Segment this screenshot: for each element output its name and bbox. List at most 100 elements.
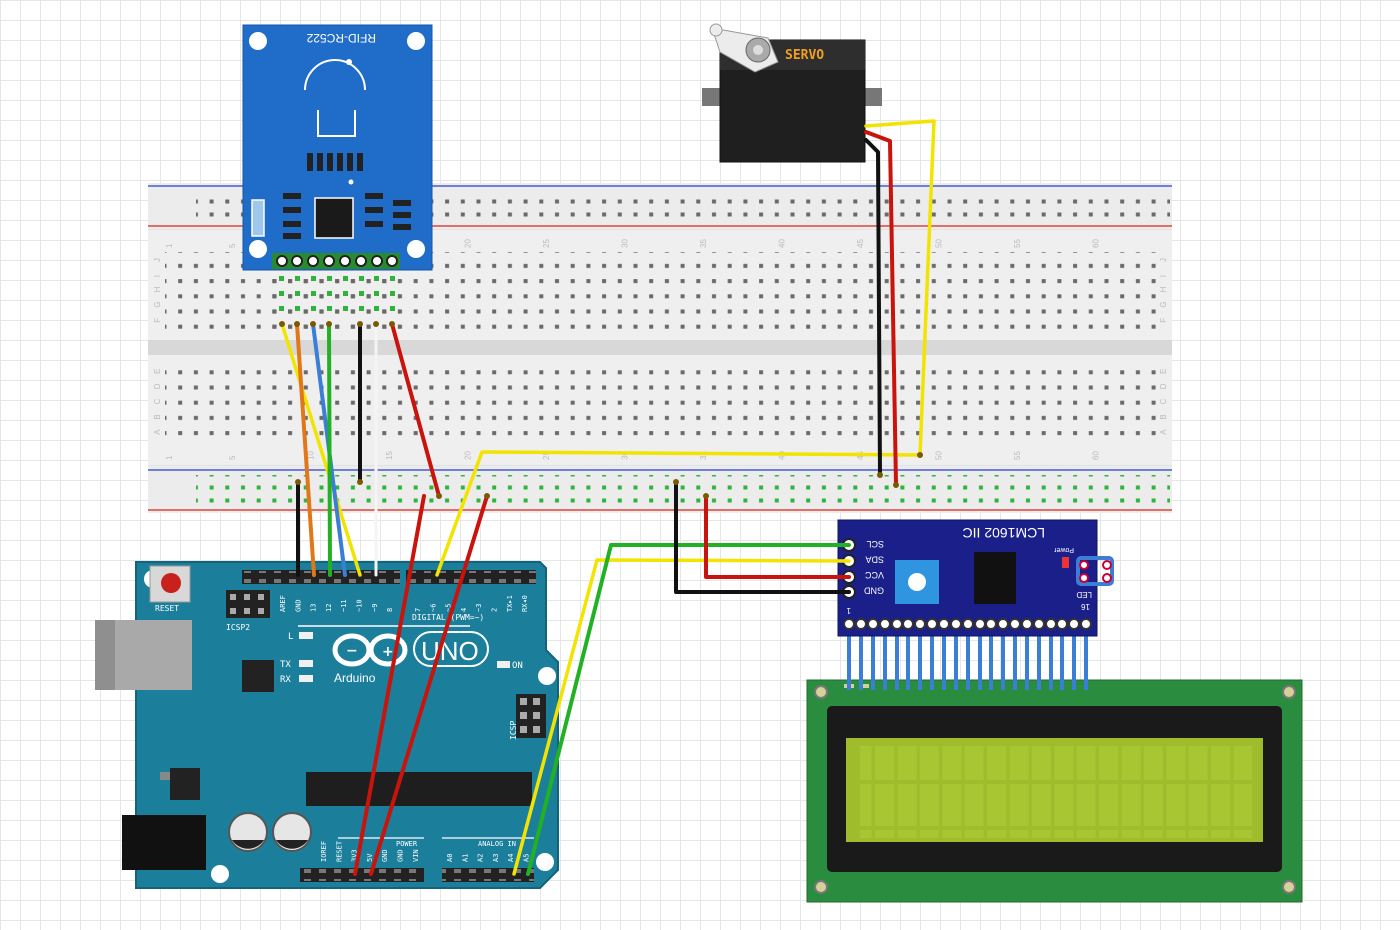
lcd-display	[806, 679, 1303, 903]
arduino-brand: Arduino	[334, 671, 376, 685]
row-letter: C	[1159, 398, 1168, 404]
row-letter: C	[153, 398, 162, 404]
analog-pin-label: A0	[446, 854, 454, 862]
icsp-label: ICSP	[509, 721, 518, 740]
digital-pin-label: 2	[491, 608, 499, 612]
digital-pin-label: ~6	[429, 604, 437, 612]
servo-label: SERVO	[785, 48, 824, 63]
digital-pin-label: GND	[294, 599, 302, 612]
row-letter: H	[153, 286, 162, 292]
on-led-label: ON	[512, 661, 523, 671]
digital-pin-label: ~5	[445, 604, 453, 612]
row-letter: H	[1159, 286, 1168, 292]
row-letter: D	[153, 383, 162, 389]
i2c-led-label: LED	[1076, 590, 1092, 599]
column-number: 20	[463, 451, 472, 460]
row-letter: G	[153, 301, 162, 307]
wire-rfid-3v3	[390, 322, 441, 498]
column-number: 55	[1013, 451, 1022, 460]
wire-i2c-gnd	[674, 480, 851, 594]
column-number: 30	[620, 451, 629, 460]
rfid-label: RFID-RC522	[306, 31, 376, 45]
rfid-connection-holes	[279, 276, 395, 311]
wire-rfid-sck	[295, 322, 316, 577]
power-pin-label: 5V	[366, 853, 374, 862]
column-number: 25	[542, 239, 551, 248]
row-letter: F	[153, 318, 162, 323]
wire-3v3-rail	[353, 494, 426, 876]
analog-pin-label: A4	[507, 854, 515, 862]
i2c-pin-label: VCC	[864, 570, 884, 580]
i2c-pin-label: GND	[864, 586, 885, 596]
icsp2-label: ICSP2	[226, 623, 250, 632]
column-number: 5	[228, 243, 237, 248]
digital-pin-label: 4	[460, 608, 468, 612]
wire-i2c-scl	[526, 543, 851, 876]
wire-endpoints	[279, 321, 923, 499]
row-letter: E	[1159, 369, 1168, 374]
i2c-pin-last: 16	[1081, 602, 1090, 611]
wire-servo-power	[864, 130, 898, 487]
i2c-pin-label: SDA	[865, 555, 884, 565]
digital-pin-label: 12	[325, 604, 333, 612]
wire-i2c-sda	[512, 558, 851, 876]
column-number: 60	[1091, 451, 1100, 460]
servo-motor: SERVO	[702, 23, 882, 163]
wire-servo-ground	[864, 138, 882, 477]
wire-rfid-miso	[327, 322, 332, 577]
led-rx-label: RX	[280, 675, 291, 685]
power-pin-label: GND	[397, 849, 405, 862]
column-number: 30	[620, 239, 629, 248]
column-number: 15	[385, 451, 394, 460]
digital-pin-label: AREF	[279, 595, 287, 612]
digital-pin-label: ~9	[371, 604, 379, 612]
led-tx-label: TX	[280, 660, 291, 670]
column-number: 10	[306, 451, 315, 460]
reset-label: RESET	[155, 604, 179, 613]
digital-pin-label: ~10	[356, 599, 364, 612]
power-pin-label: IOREF	[320, 841, 328, 862]
wire-rfid-sda	[280, 322, 362, 577]
i2c-pin-label: SCL	[866, 539, 884, 549]
column-number: 1	[165, 243, 174, 248]
svg-text:−: −	[346, 643, 358, 659]
digital-pin-label: ~3	[475, 604, 483, 612]
analog-pin-label: A2	[477, 854, 485, 862]
led-l-label: L	[288, 632, 293, 642]
power-pin-label: VIN	[412, 849, 420, 862]
column-number: 5	[228, 455, 237, 460]
column-number: 60	[1091, 239, 1100, 248]
column-number: 50	[934, 451, 943, 460]
row-letter: F	[1159, 318, 1168, 323]
svg-text:+: +	[382, 644, 394, 660]
column-number: 1	[165, 455, 174, 460]
wires	[280, 119, 936, 876]
power-pin-label: 3V3	[351, 849, 359, 862]
row-letter: G	[1159, 301, 1168, 307]
row-letter: A	[1159, 429, 1168, 435]
row-letter: D	[1159, 383, 1168, 389]
row-letter: E	[153, 369, 162, 374]
power-pin-label: RESET	[335, 840, 343, 862]
row-letter: A	[153, 429, 162, 435]
column-number: 35	[699, 239, 708, 248]
row-letter: J	[1159, 258, 1168, 262]
column-number: 20	[463, 239, 472, 248]
digital-pin-label: 8	[386, 608, 394, 612]
i2c-lcd-pins	[847, 626, 1088, 690]
rfid-module: RFID-RC522	[242, 24, 433, 271]
uno-label: UNO	[421, 636, 479, 666]
i2c-power-label: Power	[1053, 546, 1074, 553]
power-pin-label: GND	[381, 849, 389, 862]
analog-pin-label: A5	[523, 854, 531, 862]
column-number: 50	[934, 239, 943, 248]
digital-pin-label: 13	[310, 604, 318, 612]
digital-pin-label: ~11	[340, 599, 348, 612]
analog-pin-label: A3	[492, 854, 500, 862]
row-letter: I	[153, 275, 162, 277]
wire-i2c-vcc	[704, 494, 851, 579]
arduino-infinity-logo	[332, 633, 408, 667]
